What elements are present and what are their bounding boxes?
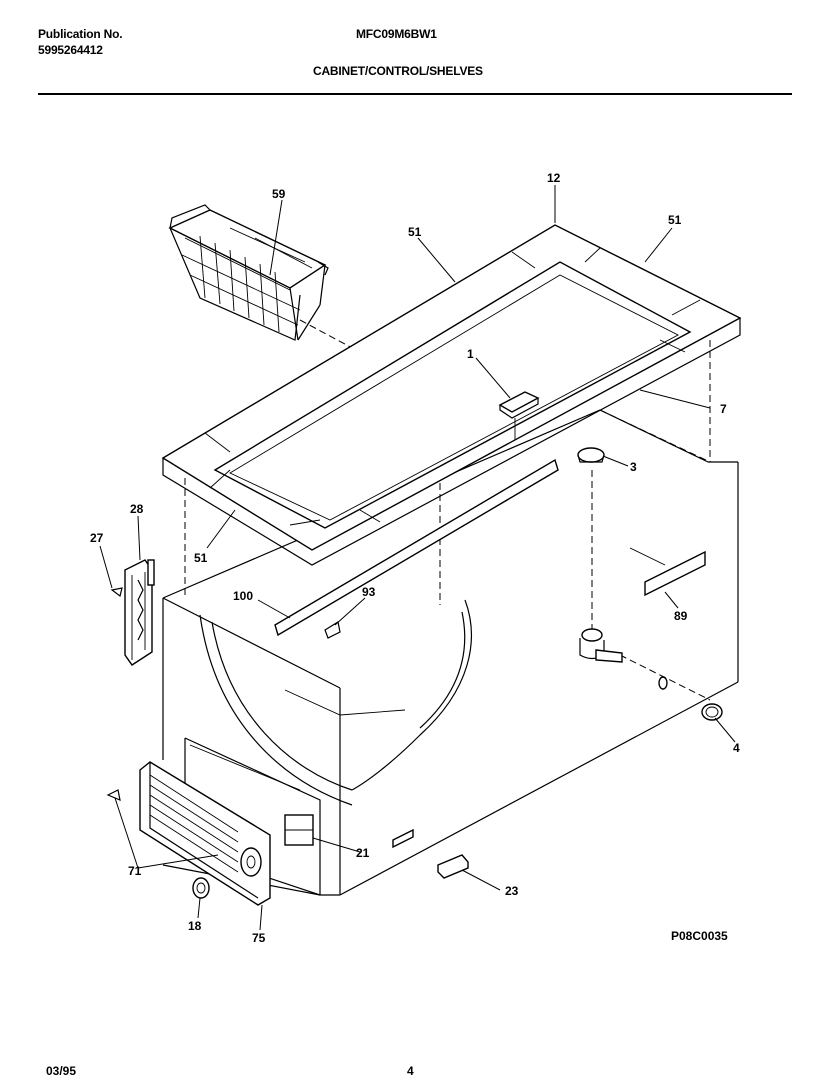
label-12: 12 bbox=[547, 171, 561, 185]
cabinet-body bbox=[162, 409, 739, 896]
label-75: 75 bbox=[252, 931, 266, 945]
label-18: 18 bbox=[188, 919, 202, 933]
footer-date: 03/95 bbox=[46, 1064, 77, 1078]
publication-label: Publication No. bbox=[38, 27, 123, 41]
label-100: 100 bbox=[233, 589, 253, 603]
label-71: 71 bbox=[128, 864, 142, 878]
label-28: 28 bbox=[130, 502, 144, 516]
footer-page-number: 4 bbox=[407, 1064, 414, 1078]
drain-assembly bbox=[577, 447, 723, 721]
label-3: 3 bbox=[630, 460, 637, 474]
label-21: 21 bbox=[356, 846, 370, 860]
section-title: CABINET/CONTROL/SHELVES bbox=[313, 64, 483, 78]
model-number: MFC09M6BW1 bbox=[356, 27, 437, 41]
label-23: 23 bbox=[505, 884, 519, 898]
label-1: 1 bbox=[467, 347, 474, 361]
label-93: 93 bbox=[362, 585, 376, 599]
grille bbox=[106, 761, 314, 906]
hinge bbox=[110, 559, 155, 666]
leader-lines bbox=[99, 185, 736, 931]
top-frame bbox=[161, 224, 742, 566]
drawing-code: P08C0035 bbox=[671, 929, 728, 943]
part-labels: 59 51 12 51 1 7 3 28 27 51 100 93 89 4 2… bbox=[90, 171, 740, 945]
label-51-top-left: 51 bbox=[408, 225, 422, 239]
label-51-top-right: 51 bbox=[668, 213, 682, 227]
label-7: 7 bbox=[720, 402, 727, 416]
wire-basket bbox=[168, 204, 329, 341]
label-27: 27 bbox=[90, 531, 104, 545]
label-59: 59 bbox=[272, 187, 286, 201]
label-51-left: 51 bbox=[194, 551, 208, 565]
header-rule bbox=[38, 93, 792, 95]
publication-number: 5995264412 bbox=[38, 43, 103, 57]
label-4: 4 bbox=[733, 741, 740, 755]
control-knob bbox=[498, 391, 540, 440]
trim-strip bbox=[274, 458, 559, 639]
serial-label bbox=[629, 547, 706, 597]
switch bbox=[392, 828, 469, 879]
label-89: 89 bbox=[674, 609, 688, 623]
